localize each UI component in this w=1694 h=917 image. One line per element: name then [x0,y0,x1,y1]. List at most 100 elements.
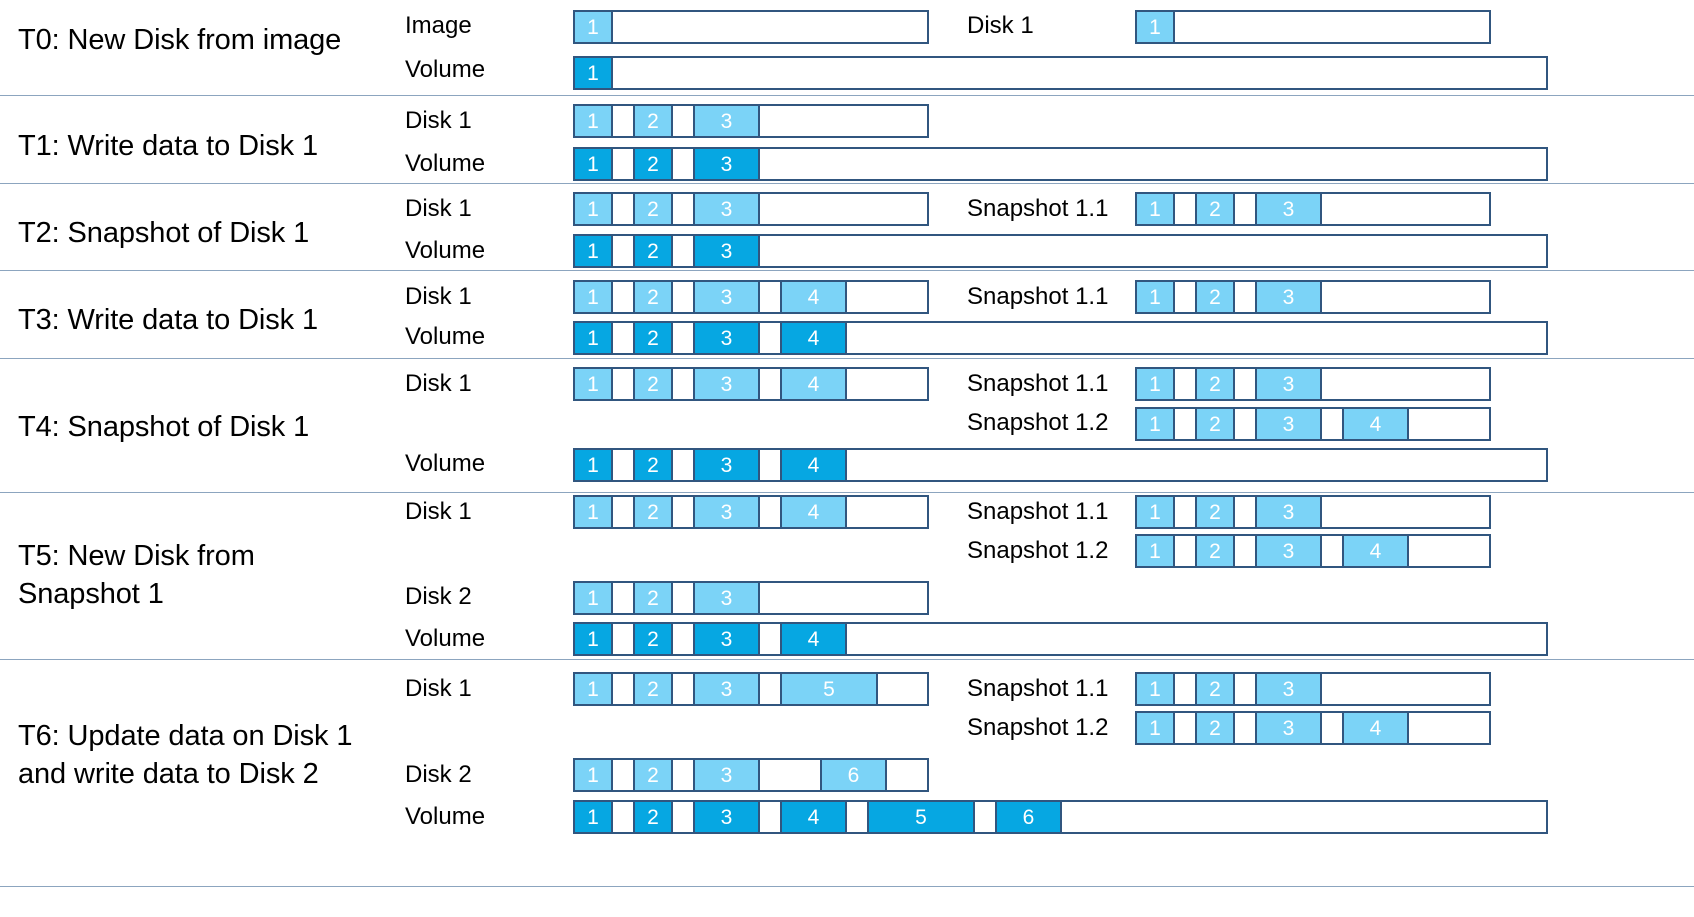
data-block-3: 3 [693,323,760,353]
empty-block [1233,194,1257,224]
row-separator-0 [0,95,1694,96]
empty-block [611,194,635,224]
data-block-2: 2 [1195,369,1235,399]
data-block-4: 4 [780,323,847,353]
empty-block [611,624,635,654]
data-block-6: 6 [820,760,887,790]
data-block-1: 1 [1135,497,1175,527]
data-block-3: 3 [1255,194,1322,224]
data-block-4: 4 [1342,713,1409,743]
data-block-2: 2 [633,450,673,480]
empty-block [758,194,931,224]
data-block-2: 2 [1195,282,1235,312]
track-label-snapshot11-bar: Snapshot 1.1 [967,370,1109,397]
data-block-3: 3 [693,674,760,704]
data-block-3: 3 [1255,497,1322,527]
empty-block [758,760,822,790]
data-block-4: 4 [780,369,847,399]
empty-block [1320,369,1493,399]
empty-block [611,12,630,42]
track-label-disk1-bar: Disk 1 [405,107,472,134]
empty-block [611,58,630,88]
row-caption-t0: T0: New Disk from image [18,24,342,56]
empty-block [1320,194,1493,224]
data-block-2: 2 [633,583,673,613]
data-block-1: 1 [573,583,613,613]
empty-block [671,802,695,832]
track-label-volume-bar: Volume [405,150,486,177]
empty-block [758,624,782,654]
data-block-3: 3 [693,194,760,224]
data-block-3: 3 [1255,713,1322,743]
empty-block [758,106,931,136]
track-label-disk1-bar: Disk 1 [405,283,472,310]
data-block-1: 1 [1135,194,1175,224]
row-separator-1 [0,183,1694,184]
data-block-1: 1 [573,236,613,266]
track-label-volume-bar: Volume [405,323,486,350]
track-label-volume-bar: Volume [405,625,486,652]
empty-block [1320,409,1344,439]
data-block-1: 1 [1135,12,1175,42]
empty-block [611,323,635,353]
data-block-3: 3 [693,583,760,613]
data-block-1: 1 [573,760,613,790]
data-block-2: 2 [633,194,673,224]
data-block-1: 1 [573,194,613,224]
data-block-3: 3 [693,450,760,480]
empty-block [611,106,635,136]
empty-block [1233,536,1257,566]
data-block-4: 4 [780,497,847,527]
data-block-2: 2 [633,674,673,704]
track-label-snapshot11-bar: Snapshot 1.1 [967,283,1109,310]
empty-block [758,583,931,613]
row-separator-3 [0,358,1694,359]
data-block-2: 2 [633,760,673,790]
track-label-volume-bar: Volume [405,56,486,83]
empty-block [1233,497,1257,527]
empty-block [1060,802,1550,832]
track-label-disk1-bar: Disk 1 [967,12,1034,39]
row-caption-t6: T6: Update data on Disk 1 and write data… [18,720,353,790]
data-block-2: 2 [633,369,673,399]
empty-block [1407,409,1493,439]
empty-block [1320,282,1493,312]
empty-block [845,323,1550,353]
empty-block [671,760,695,790]
data-block-2: 2 [633,802,673,832]
data-block-2: 2 [633,282,673,312]
empty-block [611,497,635,527]
empty-block [611,760,635,790]
data-block-2: 2 [633,106,673,136]
disk1-bar: 1 [1135,10,1491,44]
data-block-1: 1 [573,12,613,42]
data-block-5: 5 [867,802,975,832]
track-label-snapshot12-bar: Snapshot 1.2 [967,714,1109,741]
empty-block [1233,282,1257,312]
track-label-image-bar: Image [405,12,472,39]
track-label-snapshot11-bar: Snapshot 1.1 [967,498,1109,525]
track-label-volume-bar: Volume [405,450,486,477]
data-block-2: 2 [633,624,673,654]
data-block-1: 1 [573,149,613,179]
empty-block [1173,674,1197,704]
empty-block [1320,536,1344,566]
data-block-1: 1 [573,106,613,136]
empty-block [1173,497,1197,527]
data-block-2: 2 [1195,536,1235,566]
empty-block [885,760,931,790]
empty-block [1233,713,1257,743]
track-label-disk1-bar: Disk 1 [405,498,472,525]
empty-block [1407,536,1493,566]
empty-block [876,674,931,704]
data-block-1: 1 [573,369,613,399]
